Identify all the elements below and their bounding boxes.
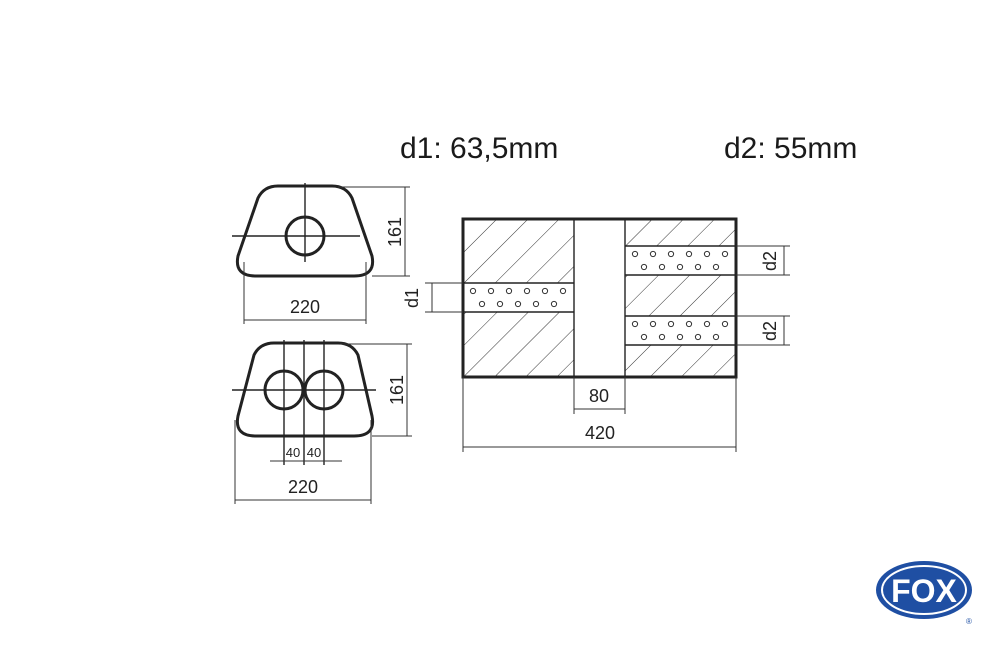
single-width-label: 220 (290, 297, 320, 317)
outlet-tube-top (625, 246, 736, 275)
perforation-dots (469, 250, 729, 341)
perforation-dot (721, 320, 729, 328)
outlet-tube-bottom (625, 316, 736, 345)
double-height-label: 161 (387, 375, 407, 405)
perforation-dot (487, 287, 495, 295)
perforation-dot (667, 250, 675, 258)
svg-text:®: ® (966, 617, 972, 626)
perforation-dot (658, 263, 666, 271)
perforation-dot (514, 300, 522, 308)
perforation-dot (685, 320, 693, 328)
perforation-dot (631, 320, 639, 328)
perforation-dot (505, 287, 513, 295)
length-420-label: 420 (585, 423, 615, 443)
single-outlet-view: 161 220 (232, 183, 410, 324)
trapezoid-outline-double (235, 341, 375, 438)
perforation-dot (550, 300, 558, 308)
inlet-tube (463, 283, 574, 312)
outlet-top-d2-label: d2 (760, 251, 780, 271)
single-height-label: 161 (385, 217, 405, 247)
perforation-dot (532, 300, 540, 308)
double-width-label: 220 (288, 477, 318, 497)
perforation-dot (676, 333, 684, 341)
inlet-d1-label: d1 (402, 288, 422, 308)
muffler-body (461, 217, 738, 379)
perforation-dot (649, 320, 657, 328)
perforation-dot (685, 250, 693, 258)
spacing-left-label: 40 (286, 445, 300, 460)
perforation-dot (541, 287, 549, 295)
perforation-dot (559, 287, 567, 295)
perforation-dot (469, 287, 477, 295)
perforation-dot (667, 320, 675, 328)
chamber-80-label: 80 (589, 386, 609, 406)
spacing-right-label: 40 (307, 445, 321, 460)
perforation-dot (721, 250, 729, 258)
perforation-dot (694, 263, 702, 271)
center-chamber (573, 218, 626, 378)
perforation-dot (640, 263, 648, 271)
side-section-view: d1 d2 d2 80 420 (402, 217, 790, 452)
perforation-dot (712, 333, 720, 341)
perforation-dot (694, 333, 702, 341)
perforation-dot (523, 287, 531, 295)
perforation-dot (478, 300, 486, 308)
perforation-dot (703, 320, 711, 328)
perforation-dot (640, 333, 648, 341)
double-outlet-view: 161 40 40 220 (232, 340, 412, 504)
perforation-dot (496, 300, 504, 308)
perforation-dot (631, 250, 639, 258)
perforation-dot (649, 250, 657, 258)
perforation-dot (676, 263, 684, 271)
outlet-bottom-d2-label: d2 (760, 321, 780, 341)
fox-logo: FOX ® (876, 561, 972, 626)
perforation-dot (658, 333, 666, 341)
d1-heading: d1: 63,5mm (400, 132, 559, 165)
logo-text: FOX (891, 573, 957, 609)
perforation-dot (712, 263, 720, 271)
perforation-dot (703, 250, 711, 258)
d2-heading: d2: 55mm (724, 132, 858, 165)
trapezoid-outline (235, 184, 375, 278)
